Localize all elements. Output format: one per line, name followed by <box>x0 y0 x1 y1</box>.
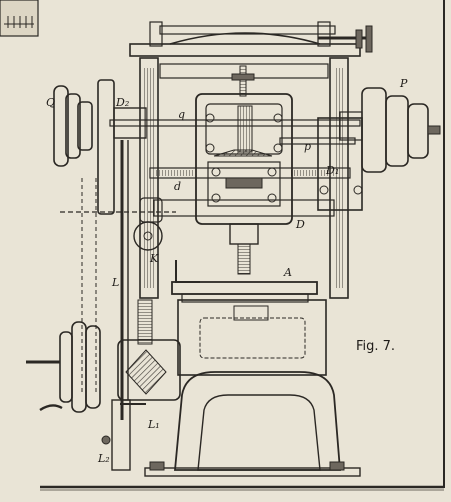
top-screw-shaft <box>318 25 373 53</box>
foot-bolt-right <box>329 461 345 471</box>
gear-k <box>133 197 163 251</box>
spindle-tool <box>229 223 259 275</box>
shaft-q <box>109 119 361 127</box>
spur-gear-large <box>97 79 115 215</box>
pulley-q <box>53 85 93 167</box>
page-border <box>0 0 445 488</box>
machine-base <box>144 299 361 477</box>
label-d-shaft: d <box>174 180 181 193</box>
label-q-shaft: q <box>178 108 185 121</box>
ground-line <box>40 485 444 491</box>
label-l: L <box>111 276 119 289</box>
lever-l <box>120 140 200 420</box>
spindle-head <box>195 93 293 225</box>
lower-gearbox <box>117 299 181 401</box>
label-p-shaft: p <box>304 140 311 153</box>
label-l1: L₁ <box>147 418 160 431</box>
lever-l1-l2 <box>101 399 146 471</box>
work-table <box>171 281 318 303</box>
top-adjust-screw <box>231 65 255 97</box>
foot-bolt-left <box>149 461 165 471</box>
label-q-pulley: Q <box>46 96 55 109</box>
label-p: P <box>399 77 408 90</box>
bearing-d2 <box>113 107 147 139</box>
pulley-p <box>361 87 441 173</box>
label-d: D <box>295 218 305 231</box>
label-k: K <box>149 252 159 265</box>
label-l2: L₂ <box>97 452 110 465</box>
label-d1: D₁ <box>325 164 339 177</box>
label-a: A <box>283 266 292 279</box>
label-d2: D₂ <box>115 96 129 109</box>
shaft-d <box>149 167 351 179</box>
hand-wheel <box>26 321 101 413</box>
belt-dashed <box>60 178 176 392</box>
top-crossbeam <box>129 21 361 57</box>
figure-caption: Fig. 7. <box>356 339 395 354</box>
